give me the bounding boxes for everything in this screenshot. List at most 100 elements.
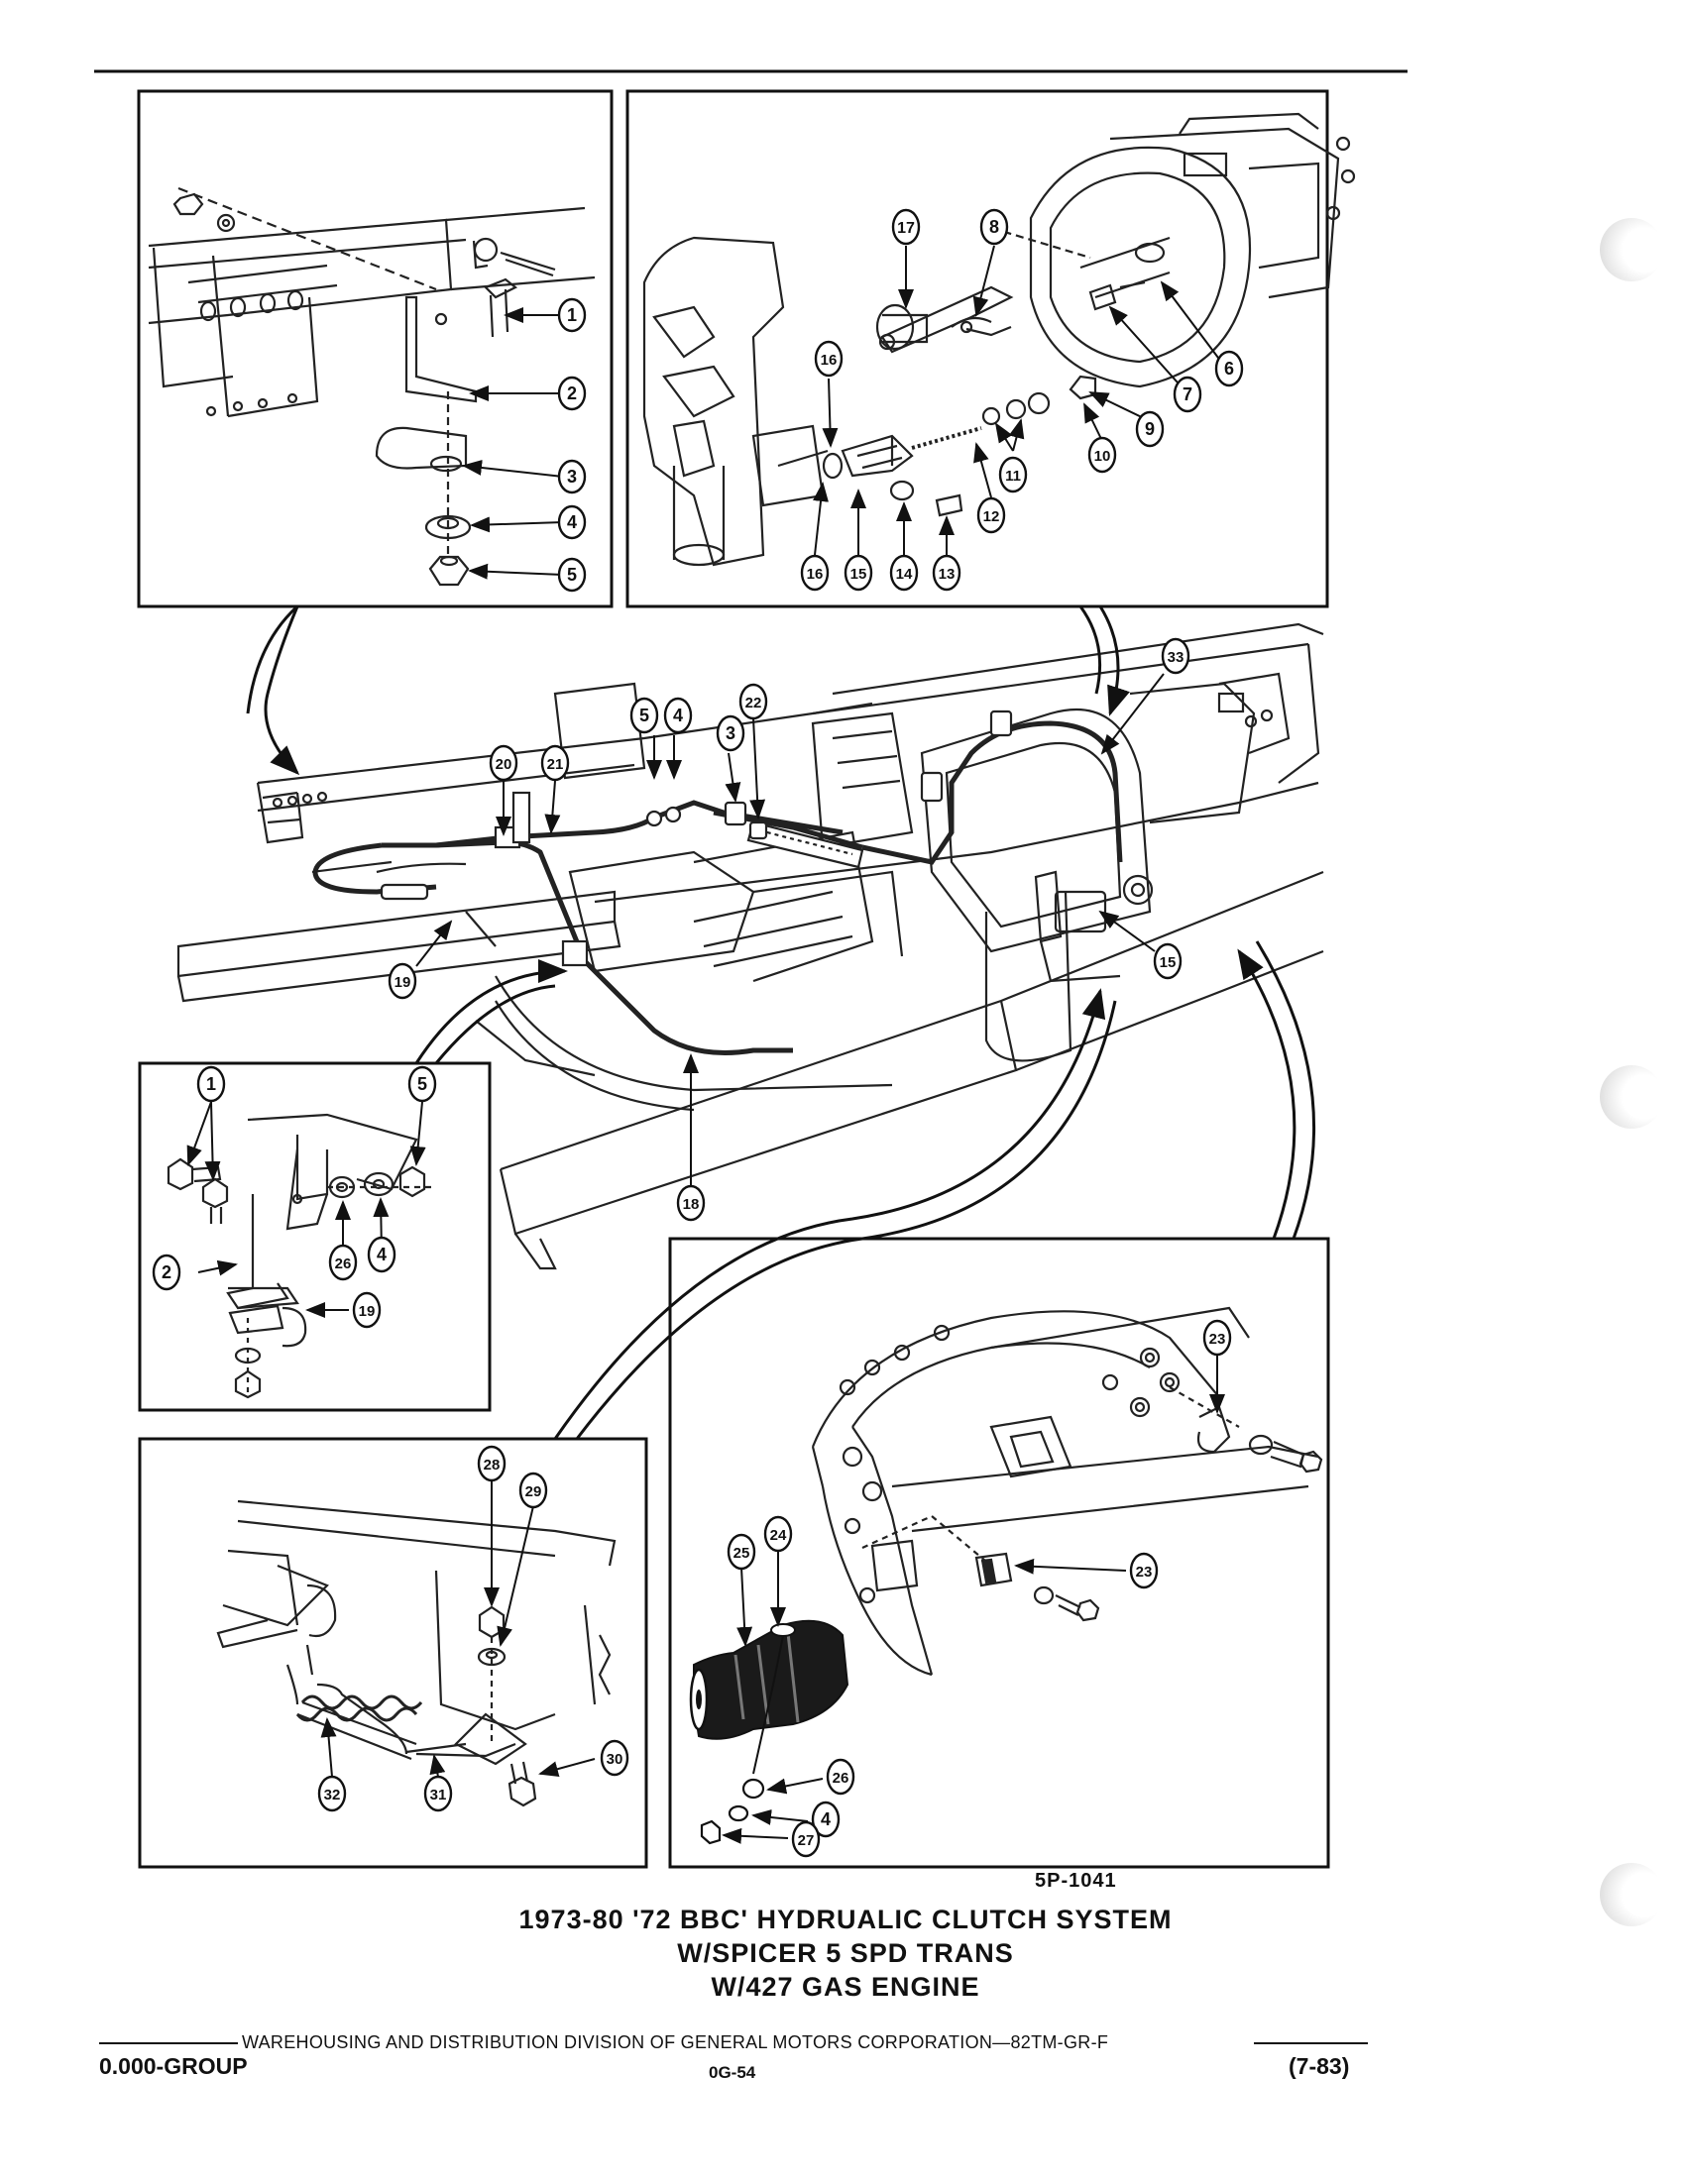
binder-hole-top [1600,218,1663,281]
binder-hole-bottom [1600,1863,1663,1926]
callout-16a: 16 [814,340,844,378]
callout-label: 18 [683,1196,700,1213]
callout-label: 10 [1094,448,1111,465]
callout-label: 23 [1136,1564,1153,1581]
bellhousing-boot-illustration [811,1306,1323,1677]
callout-label: 27 [798,1832,815,1849]
callout-5-main: 5 [629,697,659,734]
callout-label: 26 [833,1770,849,1787]
panel-bottom-right [668,1237,1330,1869]
hydraulic-lines [312,720,1123,1055]
callout-8: 8 [979,208,1009,246]
callout-29: 29 [518,1472,548,1509]
callout-10: 10 [1087,436,1117,474]
callout-label: 4 [567,512,577,532]
callout-badges: 1 2 3 4 5 17 8 6 7 9 10 11 12 16 16 15 1… [152,208,1244,1858]
callout-label: 8 [989,217,999,237]
callout-3-main: 3 [716,714,745,752]
callout-26-midleft: 26 [328,1244,358,1281]
callout-label: 32 [324,1787,341,1803]
panel-mid-left [138,1061,492,1412]
callout-label: 16 [807,566,824,583]
callout-6: 6 [1214,350,1244,387]
callout-label: 13 [939,566,956,583]
callout-label: 5 [639,706,649,725]
callout-2-midleft: 2 [152,1254,181,1291]
callout-label: 9 [1145,419,1155,439]
chassis-assembly-illustration [176,622,1324,1270]
callout-label: 29 [525,1483,542,1500]
callout-label: 24 [770,1527,787,1544]
callout-23b: 23 [1129,1552,1159,1589]
callout-leaders [186,245,1225,1844]
binder-hole-middle [1600,1065,1663,1129]
callout-label: 5 [567,565,577,585]
callout-label: 19 [359,1303,376,1320]
callout-11: 11 [998,456,1028,493]
callout-label: 33 [1168,649,1184,666]
callout-24: 24 [763,1515,793,1553]
callout-26-botright: 26 [826,1758,855,1796]
callout-label: 6 [1224,359,1234,379]
callout-18: 18 [676,1184,706,1222]
callout-16b: 16 [800,554,830,592]
callout-12: 12 [976,496,1006,534]
callout-15: 15 [844,554,873,592]
panel-top-right [625,89,1329,608]
callout-label: 21 [547,756,564,773]
callout-label: 1 [567,305,577,325]
panel-top-left [137,89,614,608]
callout-3: 3 [557,459,587,494]
callout-label: 7 [1183,384,1192,404]
transmission-slave-cylinder-illustration [642,112,1356,567]
callout-31: 31 [423,1775,453,1812]
footer-page-number: 0G-54 [709,2063,756,2082]
callout-label: 2 [162,1262,171,1282]
callout-label: 20 [496,756,512,773]
callout-label: 14 [896,566,913,583]
callout-label: 3 [567,467,577,487]
callout-1: 1 [557,297,587,333]
callout-4-midleft: 4 [367,1236,396,1273]
callout-19-midleft: 19 [352,1291,382,1329]
callout-label: 26 [335,1256,352,1272]
footer-division: WAREHOUSING AND DISTRIBUTION DIVISION OF… [242,2032,1109,2052]
callout-30: 30 [600,1739,629,1777]
callout-label: 23 [1209,1331,1226,1348]
callout-15-main: 15 [1153,942,1183,980]
callout-25: 25 [727,1533,756,1571]
callout-4-main: 4 [663,697,693,734]
callout-label: 3 [726,723,735,743]
callout-label: 16 [821,352,838,369]
callout-1-midleft: 1 [196,1065,226,1103]
callout-4: 4 [557,504,587,540]
callout-label: 12 [983,508,1000,525]
callout-label: 22 [745,695,762,711]
callout-22: 22 [738,683,768,720]
callout-4-botright: 4 [811,1801,841,1838]
callout-19-main: 19 [388,962,417,1000]
callout-2: 2 [557,376,587,411]
callout-9: 9 [1135,410,1165,448]
callout-label: 5 [417,1074,427,1094]
caption-line-3: W/427 GAS ENGINE [711,1972,980,2002]
rubber-boot [689,1619,849,1845]
callout-label: 11 [1005,468,1021,485]
callout-23a: 23 [1202,1319,1232,1357]
callout-label: 31 [430,1787,447,1803]
callout-32: 32 [317,1775,347,1812]
callout-7: 7 [1173,376,1202,413]
return-spring-illustration [216,1499,617,1807]
caption-line-2: W/SPICER 5 SPD TRANS [677,1938,1014,1968]
callout-label: 25 [733,1545,750,1562]
bracket-clip-illustration [167,1113,436,1399]
figure-number: 5P-1041 [1035,1870,1117,1892]
callout-13: 13 [932,554,961,592]
caption-line-1: 1973-80 '72 BBC' HYDRUALIC CLUTCH SYSTEM [518,1905,1173,1934]
callout-label: 19 [395,974,411,991]
frame-bracket-illustration [148,186,596,587]
footer-date: (7-83) [1289,2053,1350,2079]
callout-27: 27 [791,1820,821,1858]
footer-group: 0.000-GROUP [99,2053,248,2079]
